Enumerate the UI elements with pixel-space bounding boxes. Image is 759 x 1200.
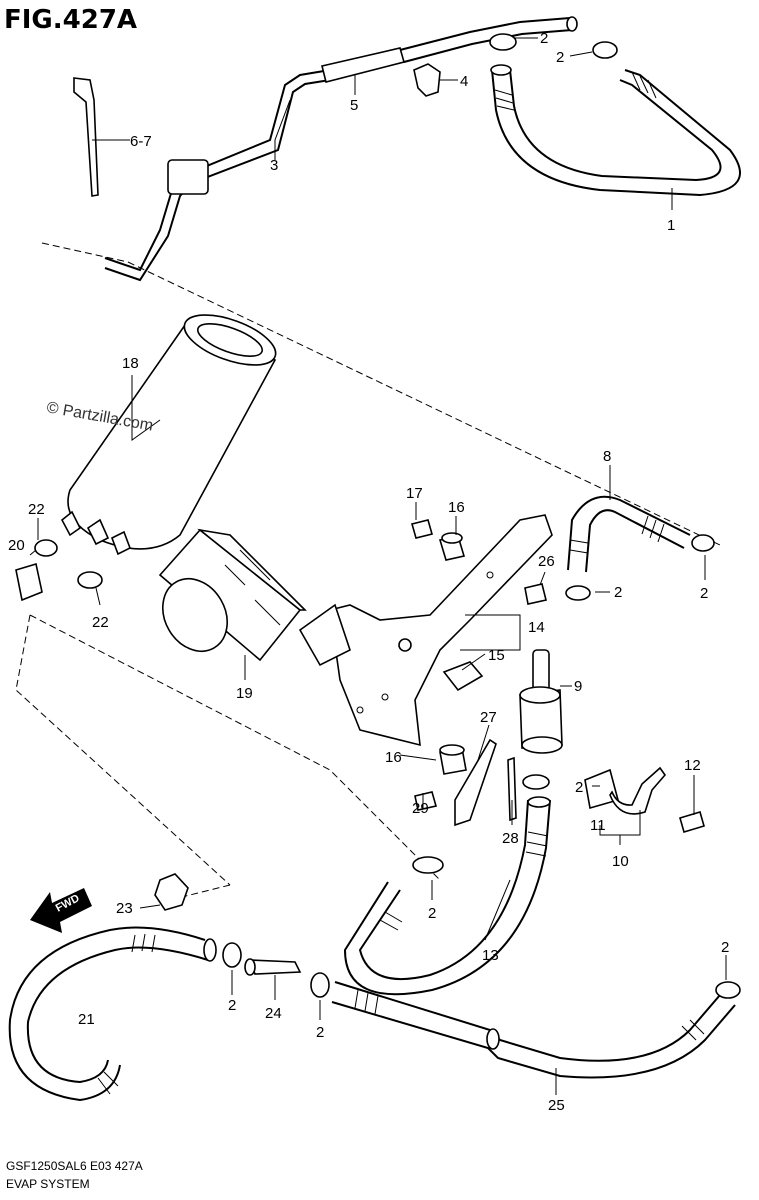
callout-10: 10: [612, 853, 629, 870]
callout-2-d: 2: [700, 585, 708, 602]
figure-title: FIG.427A: [4, 5, 137, 35]
callout-17: 17: [406, 485, 423, 502]
callout-2-c: 2: [614, 584, 622, 601]
callout-2-e: 2: [575, 779, 583, 796]
hose-1: [490, 64, 741, 197]
callout-16-a: 16: [448, 499, 465, 516]
canister-holder-19: [158, 528, 307, 662]
callout-15: 15: [488, 647, 505, 664]
callout-14: 14: [528, 619, 545, 636]
callout-29: 29: [412, 800, 429, 817]
callout-5: 5: [350, 97, 358, 114]
hose-clamps-mid: [522, 534, 715, 790]
callout-9: 9: [574, 678, 582, 695]
cable-tie: [73, 77, 99, 197]
footer-model-code: GSF1250SAL6 E03 427A: [6, 1159, 143, 1173]
callout-1: 1: [667, 217, 675, 234]
callout-2-h: 2: [316, 1024, 324, 1041]
callout-labels: 6-7 3 5 4 2 2 1 18 © Partzilla.com 22 20…: [8, 30, 729, 1114]
hose-25: [331, 981, 741, 1079]
callout-18: 18: [122, 355, 139, 372]
hose-13: [343, 796, 551, 996]
pipe-assembly-3: [104, 16, 578, 282]
callout-22-a: 22: [28, 501, 45, 518]
hose-clamp-23: [154, 873, 189, 911]
callout-2-b: 2: [556, 49, 564, 66]
callout-28: 28: [502, 830, 519, 847]
callout-24: 24: [265, 1005, 282, 1022]
small-fasteners: [411, 519, 547, 811]
callout-3: 3: [270, 157, 278, 174]
cap-20: [15, 562, 43, 602]
callout-23: 23: [116, 900, 133, 917]
callout-4: 4: [460, 73, 468, 90]
hose-clamps-top: [489, 33, 618, 59]
callout-6-7: 6-7: [130, 133, 152, 150]
valve-9: [519, 649, 563, 754]
hose-clip-4: [413, 63, 441, 97]
fwd-arrow-icon: FWD: [30, 888, 92, 933]
callout-12: 12: [684, 757, 701, 774]
callout-2-i: 2: [721, 939, 729, 956]
footer-section-name: EVAP SYSTEM: [6, 1177, 90, 1191]
bracket-27-28: [454, 738, 517, 827]
joint-24: [222, 942, 330, 998]
callout-13: 13: [482, 947, 499, 964]
callout-26: 26: [538, 553, 555, 570]
bracket-15: [442, 661, 484, 692]
callout-20: 20: [8, 537, 25, 554]
callout-25: 25: [548, 1097, 565, 1114]
callout-21: 21: [78, 1011, 95, 1028]
callout-16-b: 16: [385, 749, 402, 766]
callout-2-f: 2: [428, 905, 436, 922]
clamp-bracket-10-11: [584, 766, 705, 833]
canister-18: [60, 314, 277, 556]
callout-2-g: 2: [228, 997, 236, 1014]
leader-lines: [29, 37, 727, 1095]
pipe-grommet: [167, 159, 209, 195]
callout-22-b: 22: [92, 614, 109, 631]
callout-8: 8: [603, 448, 611, 465]
canister-fittings: [15, 539, 103, 602]
callout-11: 11: [590, 817, 606, 834]
callout-2-a: 2: [540, 30, 548, 47]
pipe-sleeve: [321, 47, 405, 83]
hose-8: [567, 495, 691, 573]
callout-27: 27: [480, 709, 497, 726]
callout-19: 19: [236, 685, 253, 702]
hose-21: [8, 926, 217, 1102]
bracket-assembly: [298, 514, 553, 747]
reference-lines: [15, 242, 721, 901]
